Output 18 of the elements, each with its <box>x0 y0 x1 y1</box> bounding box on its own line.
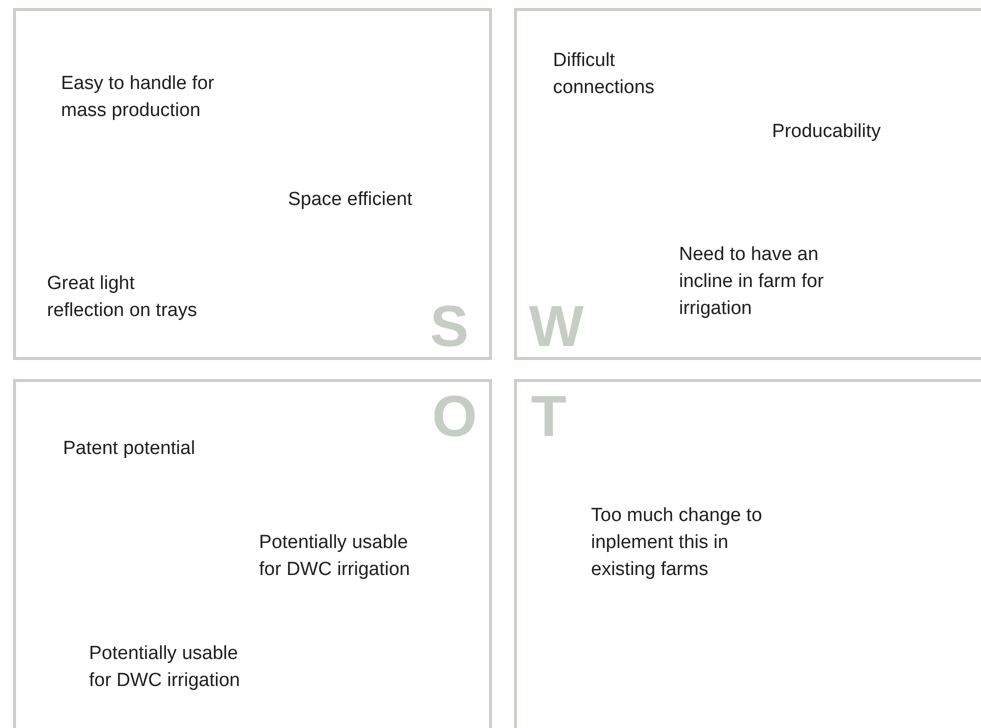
quadrant-letter: S <box>430 298 469 356</box>
note-text: Potentially usable for DWC irrigation <box>259 531 411 582</box>
quadrant-letter: O <box>432 388 478 446</box>
weaknesses-quadrant <box>514 8 981 360</box>
threats-quadrant <box>514 379 981 728</box>
quadrant-letter: W <box>529 298 584 356</box>
note-text: Too much change to inplement this in existing farms <box>591 504 764 582</box>
note-text: Great light reflection on trays <box>47 272 198 323</box>
note-text: Need to have an incline in farm for irrigation <box>679 243 825 321</box>
note-text: Difficult connections <box>553 49 656 100</box>
note-text: Potentially usable for DWC irrigation <box>89 642 241 693</box>
note-text: Easy to handle for mass production <box>61 72 216 123</box>
note-text: Space efficient <box>288 188 414 212</box>
quadrant-letter: T <box>531 388 566 446</box>
note-text: Patent potential <box>63 437 196 461</box>
note-text: Producability <box>772 120 882 144</box>
strengths-quadrant <box>13 8 492 360</box>
opportunities-quadrant <box>13 379 492 728</box>
